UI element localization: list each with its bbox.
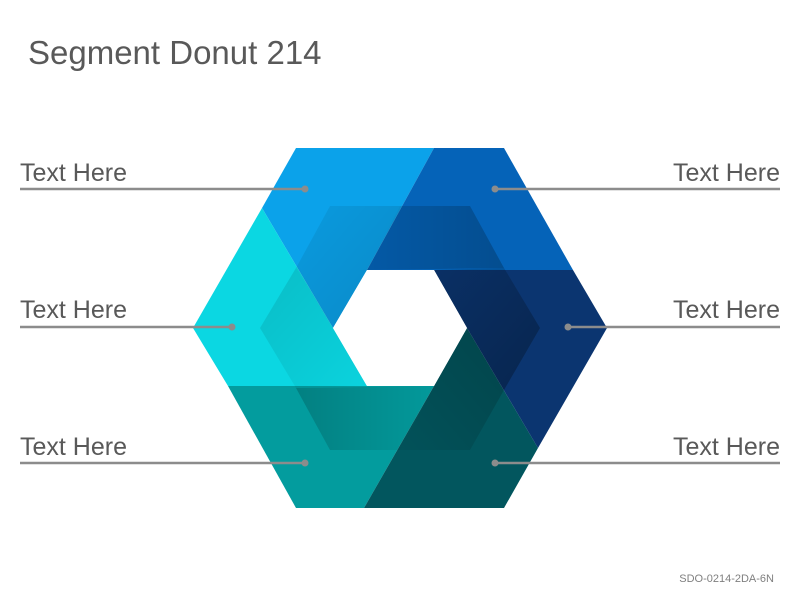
label-bottom-right: Text Here: [673, 433, 780, 461]
page-title: Segment Donut 214: [28, 34, 322, 71]
inner-facet-bottom-left: [296, 386, 434, 450]
leader-dot-middle-right: [564, 323, 572, 331]
inner-facet-left: [260, 268, 367, 388]
leader-dot-bottom-left: [301, 459, 309, 467]
leader-dot-middle-left: [228, 323, 236, 331]
inner-facet-bottom-right: [400, 328, 504, 450]
center-hole: [333, 270, 467, 386]
leader-lines: [20, 187, 780, 465]
inner-facet-top-right: [367, 206, 504, 270]
label-top-right: Text Here: [673, 159, 780, 187]
label-top-left: Text Here: [20, 159, 127, 187]
label-middle-left: Text Here: [20, 296, 127, 324]
label-middle-right: Text Here: [673, 296, 780, 324]
leader-dot-top-left: [301, 185, 309, 193]
footer-code: SDO-0214-2DA-6N: [679, 573, 774, 585]
label-bottom-left: Text Here: [20, 433, 127, 461]
leader-dots: [228, 185, 572, 467]
inner-facet-right: [434, 268, 540, 390]
inner-facet-top-left: [296, 206, 400, 328]
leader-dot-top-right: [491, 185, 499, 193]
leader-dot-bottom-right: [491, 459, 499, 467]
